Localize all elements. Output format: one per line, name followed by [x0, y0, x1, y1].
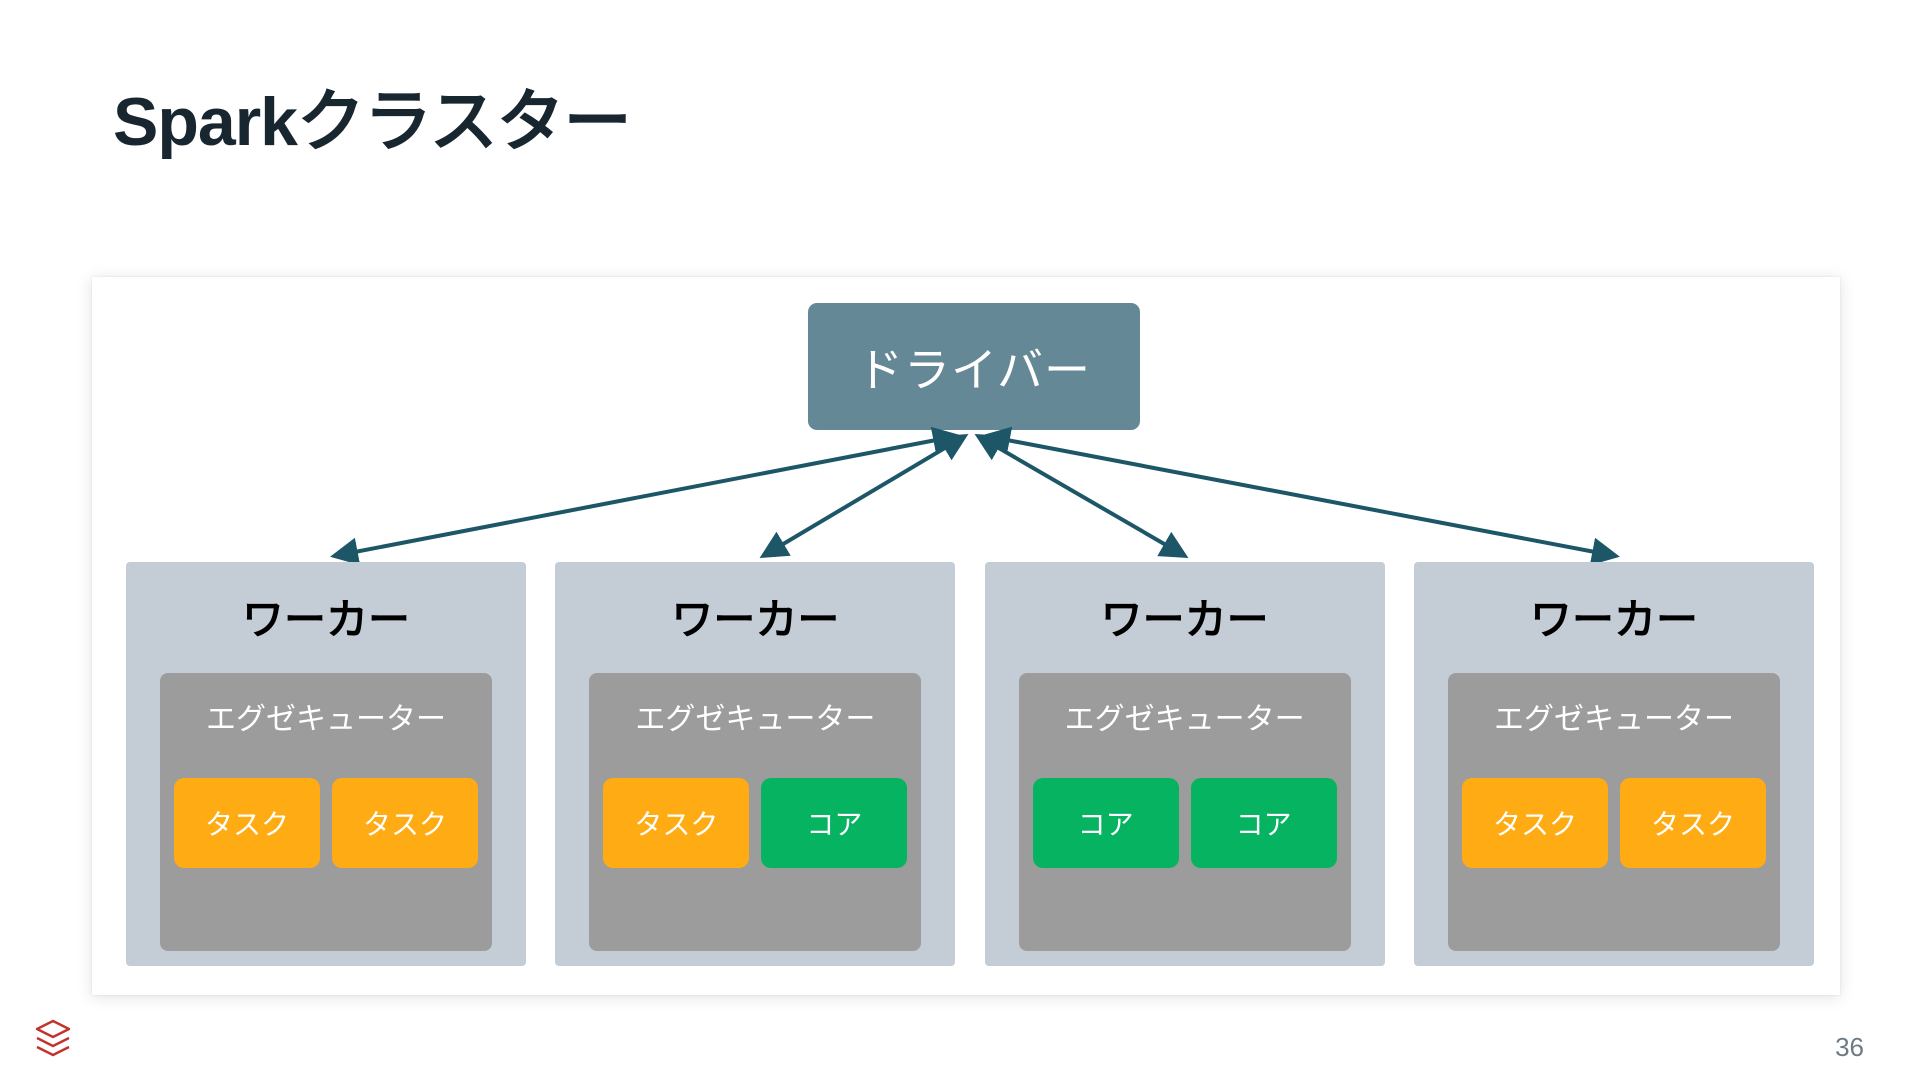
executor-label: エグゼキューター — [635, 702, 876, 737]
driver-label: ドライバー — [856, 342, 1092, 397]
units-row: タスク タスク — [1461, 778, 1766, 868]
units-row: コア コア — [1032, 778, 1337, 868]
workers-row: ワーカー エグゼキューター タスク タスク ワーカー エグゼキューター — [126, 562, 1814, 966]
executor-node[interactable]: エグゼキューター タスク コア — [589, 673, 922, 951]
core-slot[interactable]: コア — [1032, 778, 1179, 868]
worker-node-3[interactable]: ワーカー エグゼキューター コア コア — [984, 562, 1385, 966]
worker-node-2[interactable]: ワーカー エグゼキューター タスク コア — [555, 562, 956, 966]
executor-node[interactable]: エグゼキューター タスク タスク — [160, 673, 492, 951]
task-label: タスク — [204, 808, 289, 841]
worker-label: ワーカー — [671, 595, 840, 644]
units-row: タスク コア — [603, 778, 908, 868]
databricks-logo-icon — [35, 1019, 71, 1057]
core-slot[interactable]: コア — [761, 778, 908, 868]
units-row: タスク タスク — [174, 778, 478, 868]
task-slot[interactable]: タスク — [1619, 778, 1766, 868]
page-title: Sparkクラスター — [113, 84, 632, 160]
core-slot[interactable]: コア — [1190, 778, 1337, 868]
worker-node-1[interactable]: ワーカー エグゼキューター タスク タスク — [126, 562, 526, 966]
worker-label: ワーカー — [1529, 595, 1698, 644]
executor-label: エグゼキューター — [1064, 702, 1305, 737]
task-label: タスク — [634, 808, 719, 841]
core-label: コア — [806, 808, 863, 841]
core-label: コア — [1235, 808, 1292, 841]
driver-node[interactable]: ドライバー — [808, 303, 1140, 430]
task-label: タスク — [362, 808, 447, 841]
worker-label: ワーカー — [241, 595, 410, 644]
executor-label: エグゼキューター — [206, 702, 446, 737]
executor-node[interactable]: エグゼキューター タスク タスク — [1447, 673, 1780, 951]
task-slot[interactable]: タスク — [332, 778, 478, 868]
page-number: 36 — [1835, 1032, 1864, 1062]
task-label: タスク — [1492, 808, 1577, 841]
task-label: タスク — [1650, 808, 1735, 841]
executor-node[interactable]: エグゼキューター コア コア — [1018, 673, 1351, 951]
task-slot[interactable]: タスク — [1461, 778, 1608, 868]
worker-node-4[interactable]: ワーカー エグゼキューター タスク タスク — [1413, 562, 1814, 966]
core-label: コア — [1077, 808, 1134, 841]
task-slot[interactable]: タスク — [174, 778, 320, 868]
task-slot[interactable]: タスク — [603, 778, 750, 868]
executor-label: エグゼキューター — [1493, 702, 1734, 737]
worker-label: ワーカー — [1100, 595, 1269, 644]
